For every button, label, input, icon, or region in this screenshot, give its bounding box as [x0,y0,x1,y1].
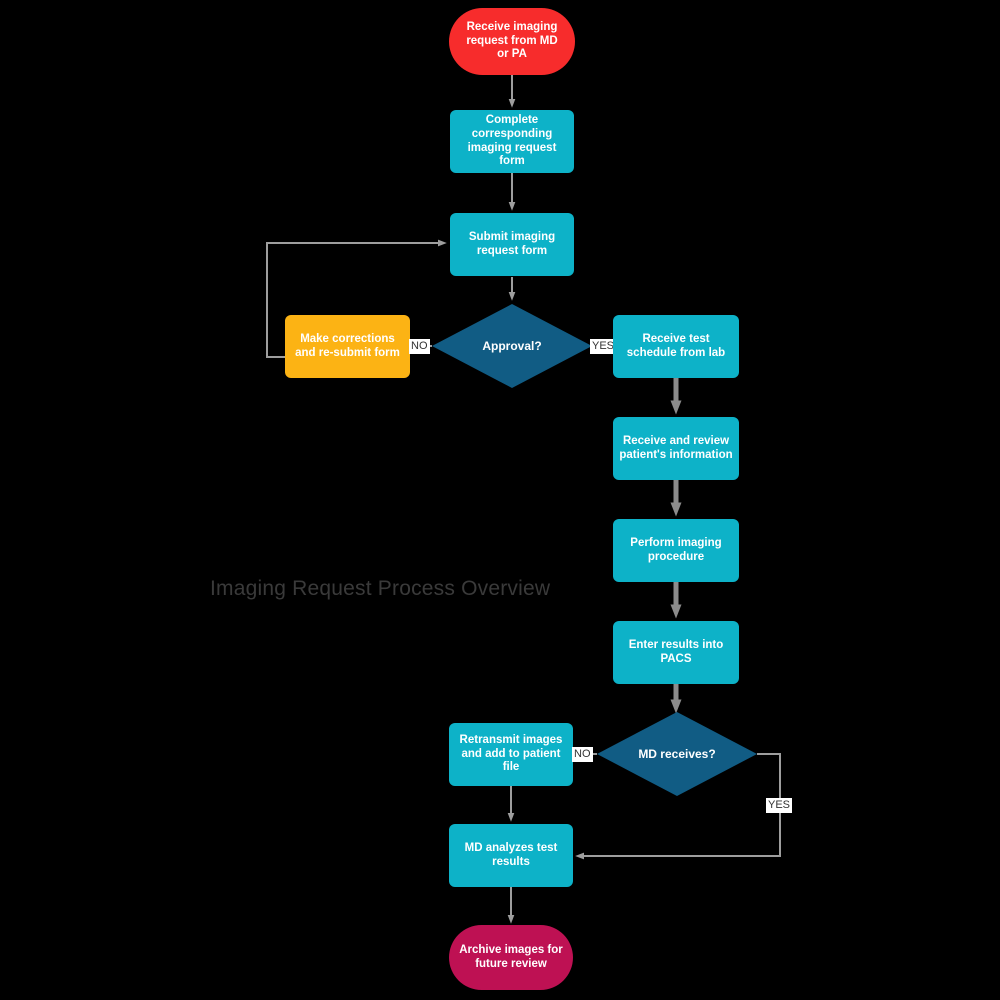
node-submit-request-form[interactable]: Submit imaging request form [450,213,574,276]
node-retransmit-images[interactable]: Retransmit images and add to patient fil… [449,723,573,786]
diamond-shape [432,304,592,388]
node-label: Receive and review patient's information [619,434,733,461]
node-label: Receive test schedule from lab [626,332,726,359]
node-label: Receive imaging request from MD or PA [466,21,558,61]
node-make-corrections[interactable]: Make corrections and re-submit form [285,315,410,378]
edge-label-approval-yes: YES [590,339,617,354]
edge-label-approval-no: NO [409,339,430,354]
node-label: MD receives? [638,747,716,761]
edge-label-md-no: NO [572,747,593,762]
node-label: Submit imaging request form [468,230,556,257]
node-label: Enter results into PACS [628,638,724,665]
node-approval-decision[interactable]: Approval? [432,304,592,388]
node-review-patient-information[interactable]: Receive and review patient's information [613,417,739,480]
diamond-shape [597,712,757,796]
diagram-watermark-title: Imaging Request Process Overview [210,577,551,600]
node-label: Make corrections and re-submit form [295,332,400,359]
node-label: Perform imaging procedure [630,536,722,563]
node-receive-test-schedule[interactable]: Receive test schedule from lab [613,315,739,378]
node-archive-images[interactable]: Archive images for future review [449,925,573,990]
node-enter-results-into-pacs[interactable]: Enter results into PACS [613,621,739,684]
node-start-receive-request[interactable]: Receive imaging request from MD or PA [449,8,575,75]
node-md-analyzes-results[interactable]: MD analyzes test results [449,824,573,887]
node-perform-imaging-procedure[interactable]: Perform imaging procedure [613,519,739,582]
edge-label-md-yes: YES [766,798,793,813]
node-md-receives-decision[interactable]: MD receives? [597,712,757,796]
node-label: Complete corresponding imaging request f… [467,114,557,168]
node-label: Approval? [482,339,542,353]
node-complete-request-form[interactable]: Complete corresponding imaging request f… [450,110,574,173]
node-label: Retransmit images and add to patient fil… [459,734,563,774]
node-label: MD analyzes test results [464,841,558,868]
node-label: Archive images for future review [459,943,563,970]
